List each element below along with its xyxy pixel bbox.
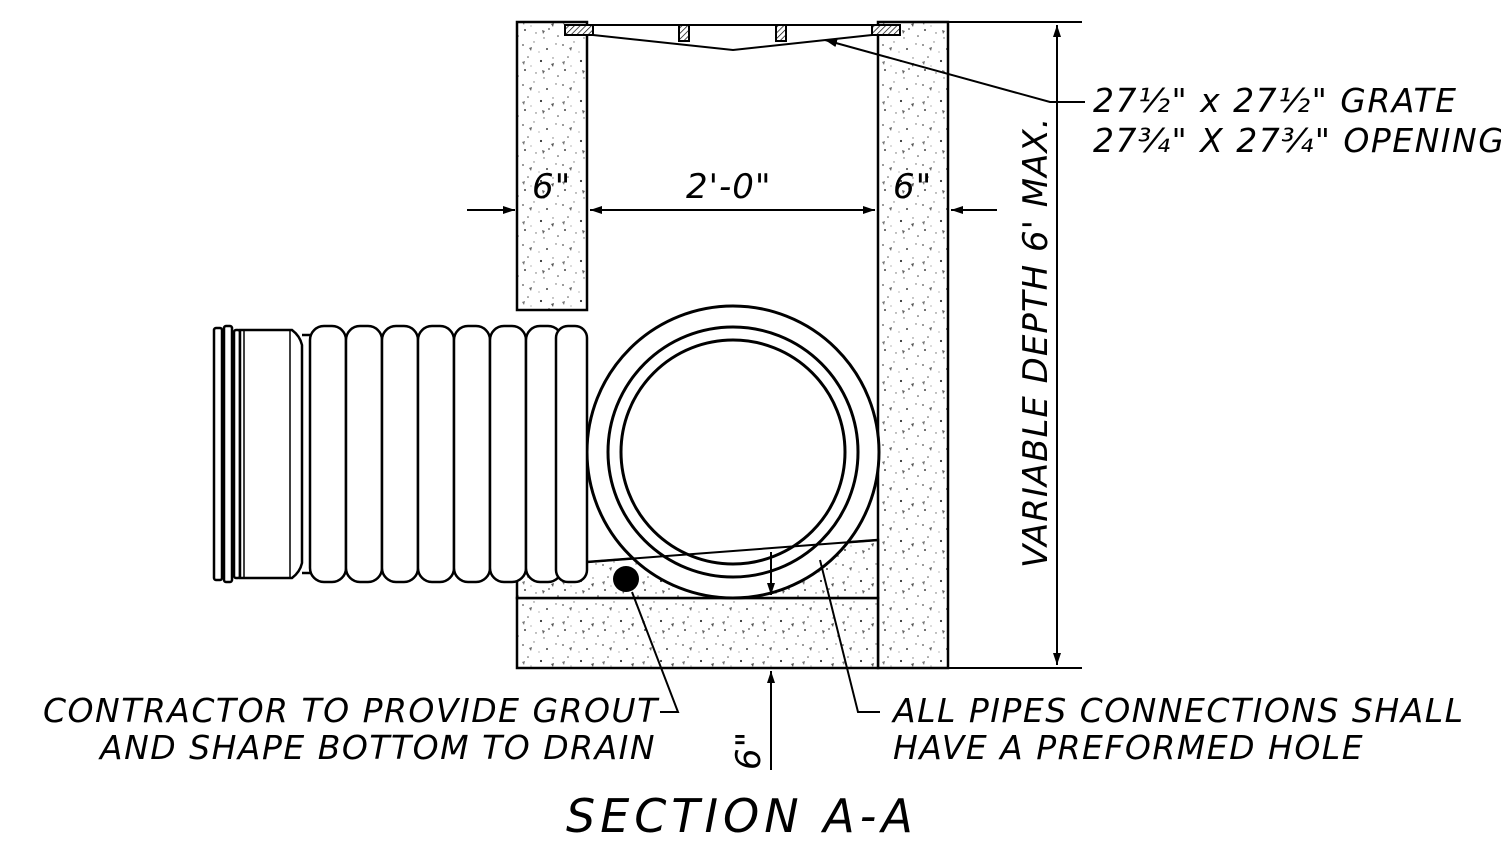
leader-lines bbox=[631, 39, 1085, 713]
right-wall-dimension: 6" bbox=[893, 167, 932, 207]
grout-note-line2: AND SHAPE BOTTOM TO DRAIN bbox=[98, 728, 656, 767]
left-wall bbox=[515, 20, 589, 312]
grate-note-line2: 27¾" X 27¾" OPENING bbox=[1093, 121, 1501, 160]
drain-plug-icon bbox=[613, 566, 639, 592]
grout-note-line1: CONTRACTOR TO PROVIDE GROUT bbox=[43, 691, 660, 730]
pipe-section bbox=[585, 304, 881, 600]
left-wall-dimension: 6" bbox=[532, 167, 571, 207]
depth-dimension: VARIABLE DEPTH 6' MAX. bbox=[1016, 117, 1056, 568]
inner-width-dimension: 2'-0" bbox=[686, 167, 772, 207]
corrugated-pipe bbox=[212, 324, 589, 584]
bottom-slab bbox=[515, 596, 880, 670]
pipe-hole-mask bbox=[587, 306, 879, 598]
grate-sag-line bbox=[592, 34, 873, 52]
grate-bar bbox=[678, 24, 690, 42]
dimension-lines bbox=[467, 21, 1082, 770]
grate-bar bbox=[564, 24, 594, 36]
right-wall bbox=[876, 20, 950, 670]
grate-bar bbox=[871, 24, 901, 36]
grate-note-line1: 27½" x 27½" GRATE bbox=[1093, 81, 1458, 120]
section-title: SECTION A-A bbox=[566, 789, 918, 843]
bottom-slab-dimension: 6" bbox=[729, 731, 769, 770]
grate-bar bbox=[775, 24, 787, 42]
pipes-note-line1: ALL PIPES CONNECTIONS SHALL bbox=[891, 691, 1465, 730]
pipes-note-line2: HAVE A PREFORMED HOLE bbox=[893, 728, 1364, 767]
